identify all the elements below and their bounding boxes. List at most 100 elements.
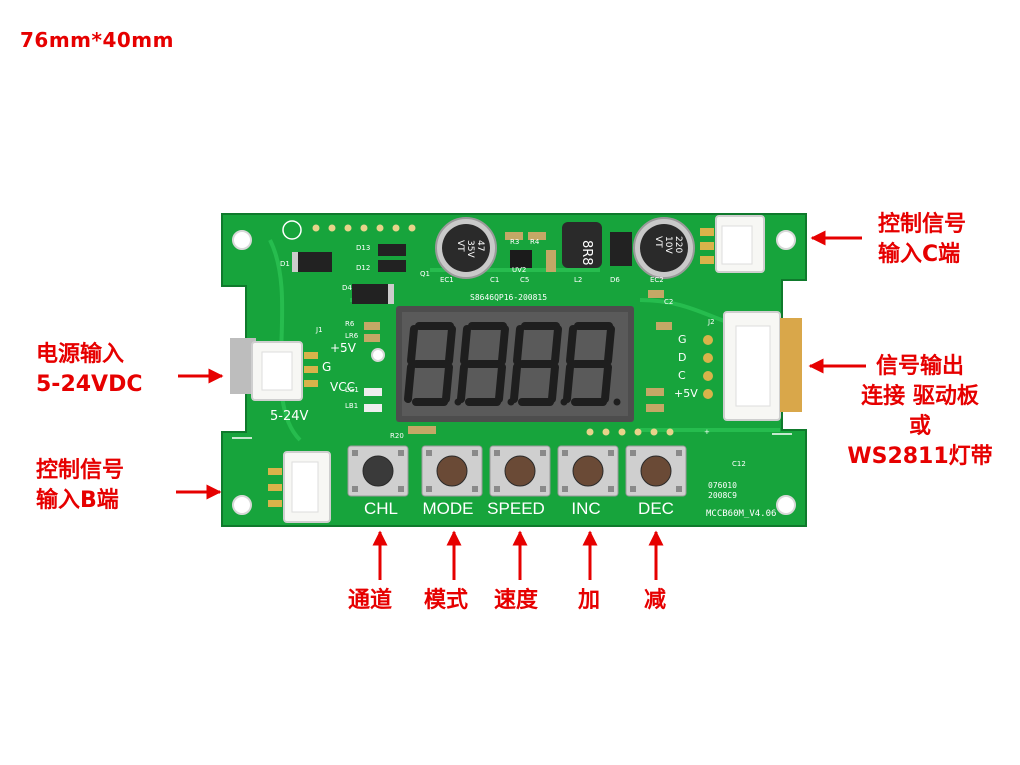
button-label-inc: INC <box>571 499 600 518</box>
display-segment <box>604 325 615 365</box>
caption-inc: 加 <box>578 588 601 613</box>
inductor-text: 8R8 <box>579 240 594 266</box>
output-pin-label-1: D <box>678 351 686 364</box>
diode-d6 <box>610 232 632 266</box>
callout-input-c-line-1: 输入C端 <box>878 242 961 267</box>
inductor: 8R8 <box>562 222 602 268</box>
callout-signal-output-line-0: 信号输出 <box>875 354 964 379</box>
part-designator: D6 <box>610 276 620 284</box>
part-designator: + <box>704 428 710 436</box>
display-segment <box>460 325 471 365</box>
cap-right-text-2: VT <box>653 236 663 248</box>
callout-input-b: 控制信号 输入B端 <box>36 456 124 516</box>
part-designator: J1 <box>315 326 323 334</box>
part-designator: R4 <box>530 238 540 246</box>
left-small-parts <box>364 322 436 434</box>
display-segment <box>566 325 577 365</box>
display-segment <box>495 363 506 403</box>
via-row-top <box>312 224 416 232</box>
button-label-mode: MODE <box>423 499 474 518</box>
callout-power-input-line-1: 5-24VDC <box>36 372 143 397</box>
capacitor-right: 220 10V VT <box>633 217 695 279</box>
connector-signal-output <box>703 311 802 421</box>
power-pin-label-1: G <box>322 360 331 374</box>
display-segment <box>548 363 559 403</box>
part-designator: D12 <box>356 264 370 272</box>
output-pin-label-0: G <box>678 333 687 346</box>
display-segment <box>457 363 468 403</box>
connector-input-b <box>268 451 331 523</box>
via-row-bottom <box>586 428 674 436</box>
power-pin-label-2: VCC <box>330 380 355 394</box>
part-designator: LG1 <box>345 386 359 394</box>
callout-arrows <box>176 230 866 580</box>
callout-input-c: 控制信号 输入C端 <box>878 210 966 270</box>
cap-left-text-0: 47 <box>475 240 485 251</box>
mounting-holes <box>232 230 796 515</box>
part-designator: D4 <box>342 284 352 292</box>
part-designator: LB1 <box>345 402 358 410</box>
part-designator: C5 <box>520 276 529 284</box>
part-designator: UV2 <box>512 266 526 274</box>
callout-signal-output-line-1: 连接 驱动板 <box>861 384 979 409</box>
power-pin-label-0: +5V <box>330 341 357 355</box>
board-code: S8646QP16-200815 <box>470 293 547 302</box>
fiducial <box>282 220 302 240</box>
part-designator: R20 <box>390 432 404 440</box>
cap-right-text-1: 10V <box>663 236 673 254</box>
callout-signal-output-line-3: WS2811灯带 <box>847 444 993 469</box>
display-segment <box>563 363 574 403</box>
display-segment <box>513 325 524 365</box>
display-segment <box>498 325 509 365</box>
button-label-chl: CHL <box>364 499 398 518</box>
button-row: CHL MODE SPEED INC DEC <box>347 445 687 518</box>
power-range-label: 5-24V <box>270 409 309 424</box>
part-designator: C1 <box>490 276 499 284</box>
display-segment <box>442 363 453 403</box>
smd-parts-top <box>505 232 556 272</box>
display-segment <box>445 325 456 365</box>
display-segment <box>407 325 418 365</box>
callout-signal-output-line-2: 或 <box>908 414 931 439</box>
cap-left-text-2: VT <box>455 240 465 252</box>
display-segment <box>601 363 612 403</box>
seven-segment-display <box>396 306 634 422</box>
callout-input-b-line-0: 控制信号 <box>36 458 125 483</box>
part-designator: C12 <box>732 460 746 468</box>
date-code-1: 2008C9 <box>708 491 737 500</box>
part-designator: J2 <box>707 318 715 326</box>
button-chl[interactable]: CHL <box>347 445 409 518</box>
dimension-label: 76mm*40mm <box>20 28 174 52</box>
callout-power-input-line-0: 电源输入 <box>36 342 125 367</box>
callout-power-input: 电源输入 5-24VDC <box>36 340 143 400</box>
part-designator: EC1 <box>440 276 454 284</box>
display-segment <box>551 325 562 365</box>
capacitor-left: 47 35V VT <box>435 217 497 279</box>
button-label-dec: DEC <box>638 499 674 518</box>
display-segment <box>510 363 521 403</box>
caption-speed: 速度 <box>494 588 539 613</box>
connector-input-c <box>700 215 765 273</box>
part-designator: D13 <box>356 244 370 252</box>
cap-left-text-1: 35V <box>465 240 475 258</box>
button-mode[interactable]: MODE <box>421 445 483 518</box>
button-speed[interactable]: SPEED <box>487 445 551 518</box>
right-small-parts <box>646 290 672 412</box>
part-designator: D1 <box>280 260 290 268</box>
caption-chl: 通道 <box>348 588 393 613</box>
display-segment <box>404 363 415 403</box>
output-pin-label-3: +5V <box>674 387 698 400</box>
diode-parts <box>292 244 406 304</box>
button-inc[interactable]: INC <box>557 445 619 518</box>
date-code-0: 076010 <box>708 481 737 490</box>
part-designator: LR6 <box>345 332 359 340</box>
part-designator: R3 <box>510 238 519 246</box>
button-dec[interactable]: DEC <box>625 445 687 518</box>
part-designator: L2 <box>574 276 582 284</box>
part-designator: C2 <box>664 298 673 306</box>
board-model: MCCB60M_V4.06 <box>706 509 776 519</box>
caption-dec: 减 <box>644 588 667 613</box>
output-pin-label-2: C <box>678 369 686 382</box>
